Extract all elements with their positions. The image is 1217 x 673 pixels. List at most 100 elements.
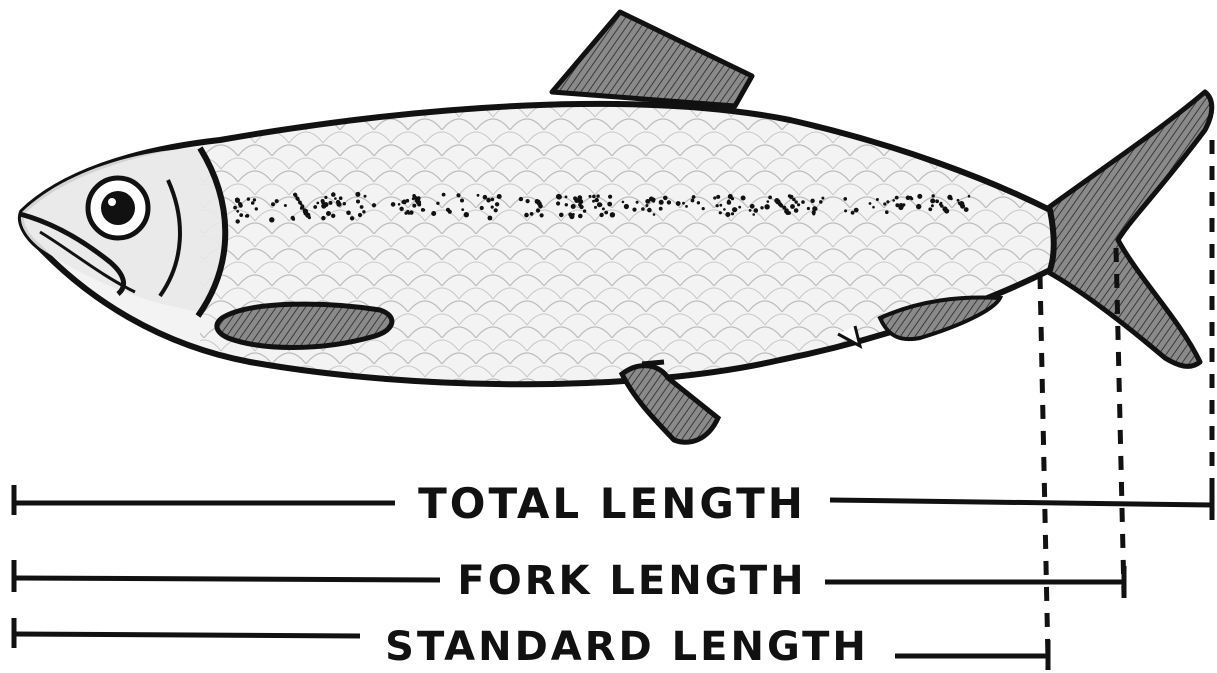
spot — [886, 200, 889, 203]
spot — [819, 200, 823, 204]
spot — [579, 205, 583, 209]
spot — [556, 201, 560, 205]
spot — [594, 206, 597, 209]
spot — [360, 205, 364, 209]
spot — [595, 198, 599, 202]
spot — [399, 207, 403, 211]
spot — [412, 204, 416, 208]
spot — [313, 205, 317, 209]
spot — [910, 197, 913, 200]
spot — [488, 216, 493, 221]
spot — [716, 204, 719, 207]
spot — [540, 213, 544, 217]
spot — [269, 217, 274, 222]
spot — [676, 201, 681, 206]
spot — [713, 196, 716, 199]
spot — [329, 201, 333, 205]
spot — [653, 213, 656, 216]
spot — [239, 213, 243, 217]
spot — [565, 196, 568, 199]
spot — [275, 199, 279, 203]
spot — [491, 198, 495, 202]
spot — [247, 197, 250, 200]
spot — [749, 209, 752, 212]
spot — [732, 207, 737, 212]
spot — [316, 202, 319, 205]
spot — [460, 199, 464, 203]
spot — [355, 192, 360, 197]
spot — [339, 196, 343, 200]
spot — [950, 197, 953, 200]
spot — [331, 214, 335, 218]
spot — [760, 206, 763, 209]
spot — [236, 210, 239, 213]
spot — [767, 200, 770, 203]
spot — [321, 201, 325, 205]
spot — [255, 207, 258, 210]
spot — [572, 213, 575, 216]
spot — [916, 204, 921, 209]
spot — [236, 219, 240, 223]
spot — [480, 206, 484, 210]
spot — [964, 207, 969, 212]
spot — [477, 194, 480, 197]
spot — [702, 207, 705, 210]
spot — [663, 196, 668, 201]
spot — [537, 201, 542, 206]
spot — [372, 203, 376, 207]
spot — [456, 193, 460, 197]
spot — [768, 196, 772, 200]
spot — [336, 200, 340, 204]
spot — [398, 203, 401, 206]
spot — [417, 196, 421, 200]
spot — [932, 194, 935, 197]
spot — [843, 197, 847, 201]
spot — [725, 212, 730, 217]
spot — [251, 201, 255, 205]
spot — [647, 208, 652, 213]
spot — [253, 198, 256, 201]
pectoral-fin — [217, 304, 392, 347]
spot — [797, 203, 800, 206]
spot — [697, 201, 700, 204]
spot — [519, 197, 523, 201]
spot — [779, 204, 783, 208]
eye-pupil — [101, 191, 135, 225]
fork-length-label: FORK LENGTH — [457, 558, 806, 604]
spot — [645, 204, 648, 207]
spot — [495, 202, 499, 206]
spot — [731, 212, 734, 215]
spot — [326, 211, 331, 216]
spot — [659, 207, 663, 211]
spot — [483, 195, 488, 200]
eye-highlight — [108, 198, 116, 206]
spot — [308, 216, 311, 219]
spot — [416, 200, 421, 205]
pelvic-fin — [622, 366, 718, 443]
spot — [239, 204, 243, 208]
spot — [578, 199, 583, 204]
spot — [885, 210, 889, 214]
spot — [851, 211, 855, 215]
spot — [716, 195, 720, 199]
standard-length-label: STANDARD LENGTH — [385, 624, 869, 670]
caudal-fin — [1048, 92, 1212, 366]
spot — [764, 204, 769, 209]
spot — [821, 197, 824, 200]
spot — [589, 195, 592, 198]
spot — [412, 197, 415, 200]
spot — [406, 199, 410, 203]
spot — [959, 201, 964, 206]
spot — [928, 207, 932, 211]
spot — [906, 196, 911, 201]
spot — [592, 195, 596, 199]
spot — [719, 204, 722, 207]
spot — [741, 196, 746, 201]
spot — [362, 210, 365, 213]
spot — [930, 198, 935, 203]
spot — [754, 208, 759, 213]
spot — [530, 212, 534, 216]
spot — [931, 204, 934, 207]
spot — [604, 211, 608, 215]
